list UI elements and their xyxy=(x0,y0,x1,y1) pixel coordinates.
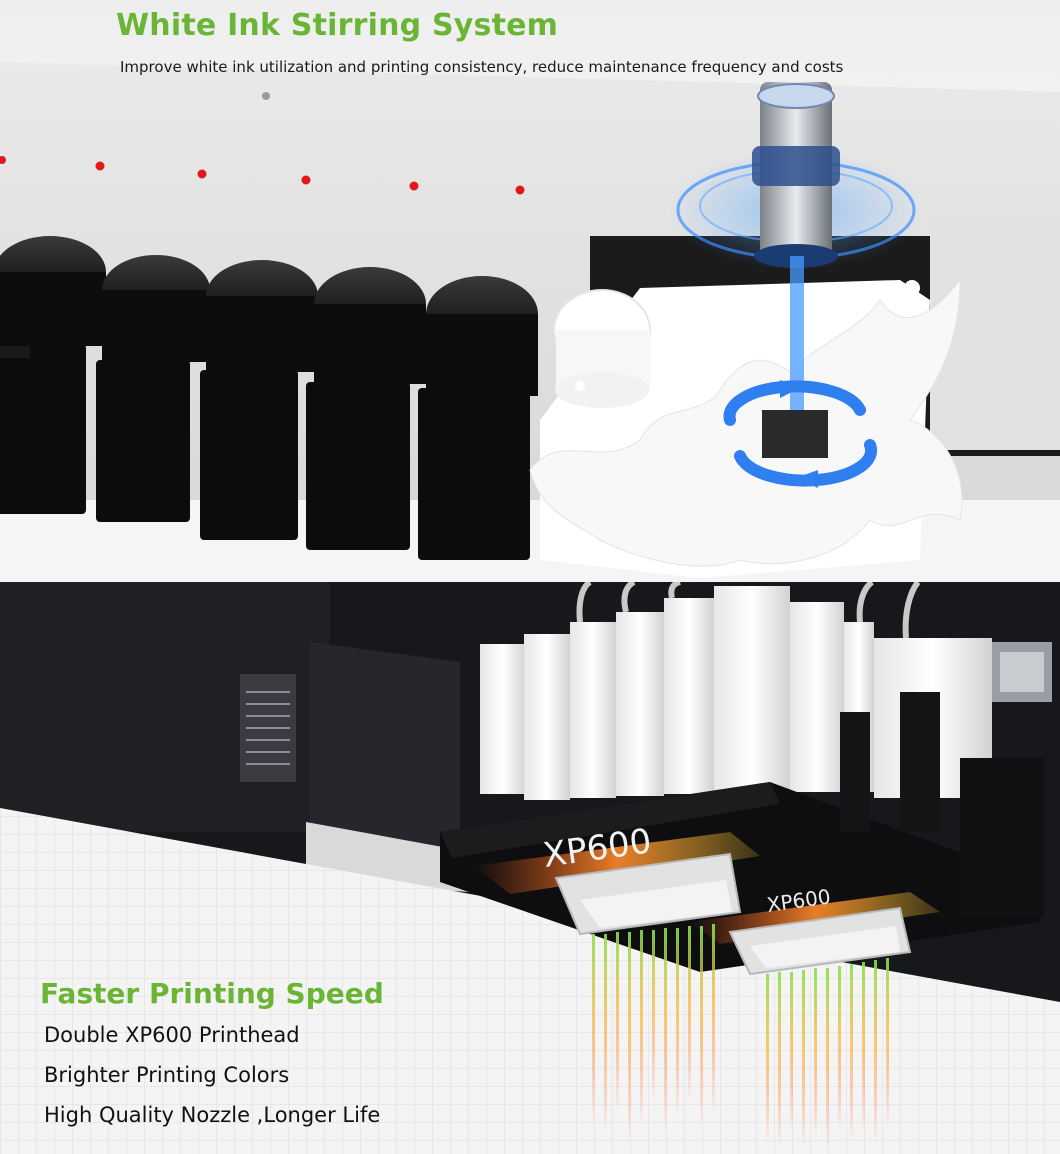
ink-cartridge xyxy=(96,360,190,522)
ink-dampers xyxy=(480,582,1052,800)
list-item: Double XP600 Printhead xyxy=(44,1023,300,1047)
ink-cartridge xyxy=(418,388,530,560)
ink-cartridge xyxy=(0,344,86,514)
printhead-illustration: XP600 XP600 xyxy=(0,582,1060,1154)
list-item: Brighter Printing Colors xyxy=(44,1063,290,1087)
printhead-large xyxy=(474,832,760,936)
indicator-dot xyxy=(515,185,525,195)
faster-printing-section: XP600 XP600 Faster Printing Speed Double… xyxy=(0,582,1060,1154)
ink-cartridge xyxy=(200,370,298,540)
ink-cartridge xyxy=(306,382,410,550)
stirring-motor-icon xyxy=(668,82,924,456)
white-ink-stirring-section: White Ink Stirring System Improve white … xyxy=(0,0,1060,582)
indicator-lights xyxy=(0,156,525,195)
indicator-dot xyxy=(0,156,6,164)
feature-list: Double XP600 Printhead Brighter Printing… xyxy=(44,1020,380,1140)
white-ink-tank xyxy=(529,278,963,578)
indicator-dot xyxy=(197,169,207,179)
ink-cartridge-illustration xyxy=(0,62,1060,578)
ink-cartridges xyxy=(0,236,538,560)
indicator-dot xyxy=(409,181,419,191)
indicator-dot xyxy=(95,161,105,171)
printhead-small xyxy=(690,892,940,976)
indicator-dot xyxy=(301,175,311,185)
section-title: Faster Printing Speed xyxy=(40,977,384,1010)
section-subtitle: Improve white ink utilization and printi… xyxy=(120,58,844,76)
section-title: White Ink Stirring System xyxy=(116,8,559,43)
circular-arrows-icon xyxy=(723,380,878,488)
ink-spray-beams xyxy=(592,924,889,1150)
list-item: High Quality Nozzle ,Longer Life xyxy=(44,1103,381,1127)
